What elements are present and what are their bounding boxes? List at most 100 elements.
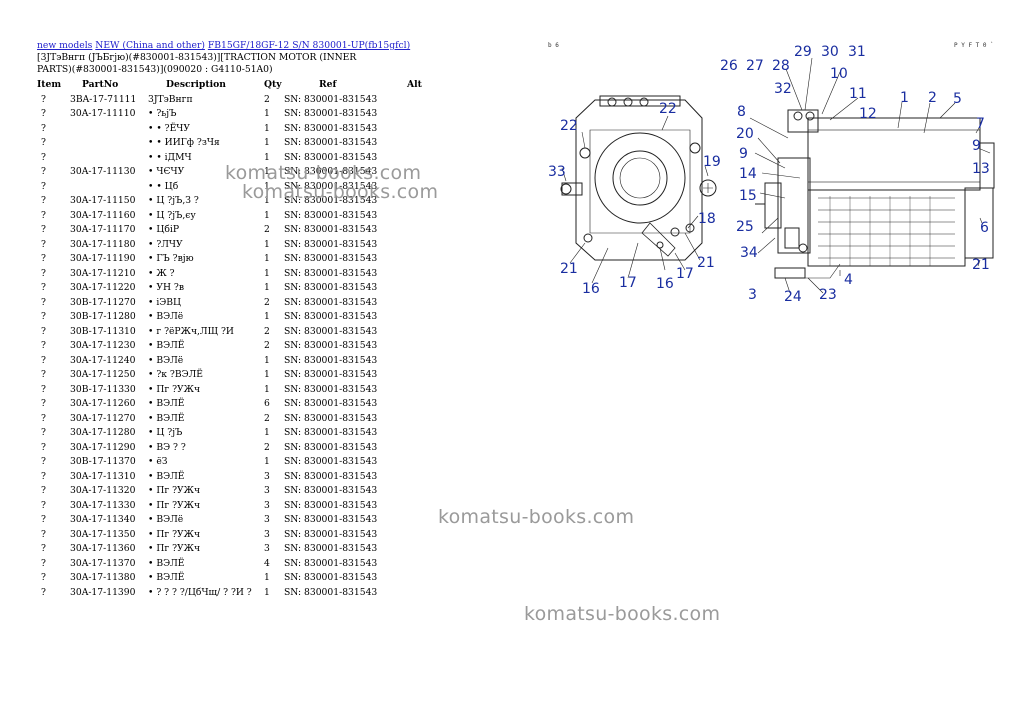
callout-8: 8 xyxy=(737,104,746,120)
diagram-corner-mark-right: P Y F T 0 ` xyxy=(954,42,994,49)
cell-partno: 30B-17-11280 xyxy=(70,311,136,322)
cell-qty: 3 xyxy=(264,528,270,540)
callout-22: 22 xyxy=(560,118,578,134)
cell-item: ? xyxy=(41,572,46,583)
callout-18: 18 xyxy=(698,211,716,227)
mount-hole xyxy=(689,142,701,154)
cell-ref: SN: 830001-831543 xyxy=(284,441,378,453)
cell-partno: 30A-17-11260 xyxy=(70,398,136,409)
cell-ref: SN: 830001-831543 xyxy=(284,499,378,511)
cell-partno: 30A-17-11320 xyxy=(70,485,136,496)
cell-qty: 3 xyxy=(264,470,270,482)
cell-ref: SN: 830001-831543 xyxy=(284,267,378,279)
cell-alt xyxy=(407,383,422,398)
cell-partno: 3BA-17-71111 xyxy=(70,93,137,105)
breadcrumb-link-new-models[interactable]: new models xyxy=(37,40,93,51)
cell-alt xyxy=(407,470,422,485)
callout-7: 7 xyxy=(976,116,985,132)
breadcrumb-link-new-china[interactable]: NEW (China and other) xyxy=(95,40,205,51)
cell-partno: 30B-17-11270 xyxy=(70,296,136,308)
cell-qty: 2 xyxy=(264,296,270,308)
cell-qty: 2 xyxy=(264,93,270,105)
callout-25: 25 xyxy=(736,219,754,235)
cell-qty: 1 xyxy=(264,166,270,177)
cell-item: ? xyxy=(41,557,46,569)
cell-ref: SN: 830001-831543 xyxy=(284,528,378,540)
watermark: komatsu-books.com xyxy=(438,506,635,528)
cell-ref: SN: 830001-831543 xyxy=(284,485,378,496)
rear-cover xyxy=(979,142,995,189)
cell-partno: 30A-17-11180 xyxy=(70,238,136,250)
cell-description: • ЦбiР xyxy=(148,224,180,235)
watermark: komatsu-books.com xyxy=(225,162,422,184)
cell-description: • iЭВЦ xyxy=(148,296,182,308)
callout-31: 31 xyxy=(848,44,866,60)
cell-alt xyxy=(407,528,422,543)
cell-qty: 2 xyxy=(264,224,270,235)
cell-partno: 30A-17-11210 xyxy=(70,267,136,279)
cell-item: ? xyxy=(41,354,46,366)
cell-qty: 1 xyxy=(264,209,270,221)
callout-30: 30 xyxy=(821,44,839,60)
cell-ref: SN: 830001-831543 xyxy=(284,325,378,337)
cell-alt xyxy=(407,136,422,151)
cell-alt xyxy=(407,325,422,340)
cell-description: • ВЭЛЁ xyxy=(148,340,185,351)
cell-partno: 30A-17-11130 xyxy=(70,166,136,177)
cell-partno: 30A-17-11380 xyxy=(70,572,136,583)
cell-item: ? xyxy=(41,369,46,380)
brush-bolt xyxy=(670,227,680,237)
cell-item: ? xyxy=(41,238,46,250)
front-end-plate xyxy=(575,99,703,261)
cell-alt xyxy=(407,368,422,383)
callout-33: 33 xyxy=(548,164,566,180)
cell-item: ? xyxy=(41,412,46,424)
cell-alt xyxy=(407,484,422,499)
cell-ref: SN: 830001-831543 xyxy=(284,383,378,395)
cell-qty: 1 xyxy=(264,108,270,119)
fitting-cross xyxy=(703,183,713,193)
cell-alt xyxy=(407,542,422,557)
cell-item: ? xyxy=(41,282,46,293)
brush-bolt xyxy=(656,241,664,249)
cell-item: ? xyxy=(41,311,46,322)
cell-description: • Ц ?jЪ xyxy=(148,427,183,438)
cell-description: • Ж ? xyxy=(148,267,175,279)
callout-21: 21 xyxy=(697,255,715,271)
lower-housing xyxy=(807,190,966,267)
cell-qty: 1 xyxy=(264,456,270,467)
cell-item: ? xyxy=(41,195,46,206)
cell-alt xyxy=(407,107,422,122)
cell-description: • УН ?в xyxy=(148,282,185,293)
cell-partno: 30A-17-11370 xyxy=(70,557,136,569)
cell-partno xyxy=(70,136,148,151)
cell-description: • Пг ?УЖч xyxy=(148,528,201,540)
table-header-row: Item PartNo Description Qty Ref Alt xyxy=(37,78,422,93)
callout-24: 24 xyxy=(784,289,802,305)
breadcrumb-link-model[interactable]: FB15GF/18GF-12 S/N 830001-UP(fb15gfcl) xyxy=(207,40,411,51)
callout-9: 9 xyxy=(972,138,981,154)
rear-bearing-cap xyxy=(964,187,994,259)
cell-qty: 2 xyxy=(264,441,270,453)
cell-partno: 30A-17-11220 xyxy=(70,282,136,293)
terminal-box xyxy=(787,109,819,133)
cell-item: ? xyxy=(41,267,46,279)
cell-qty: 1 xyxy=(264,195,270,206)
bearing-circle xyxy=(612,150,668,206)
